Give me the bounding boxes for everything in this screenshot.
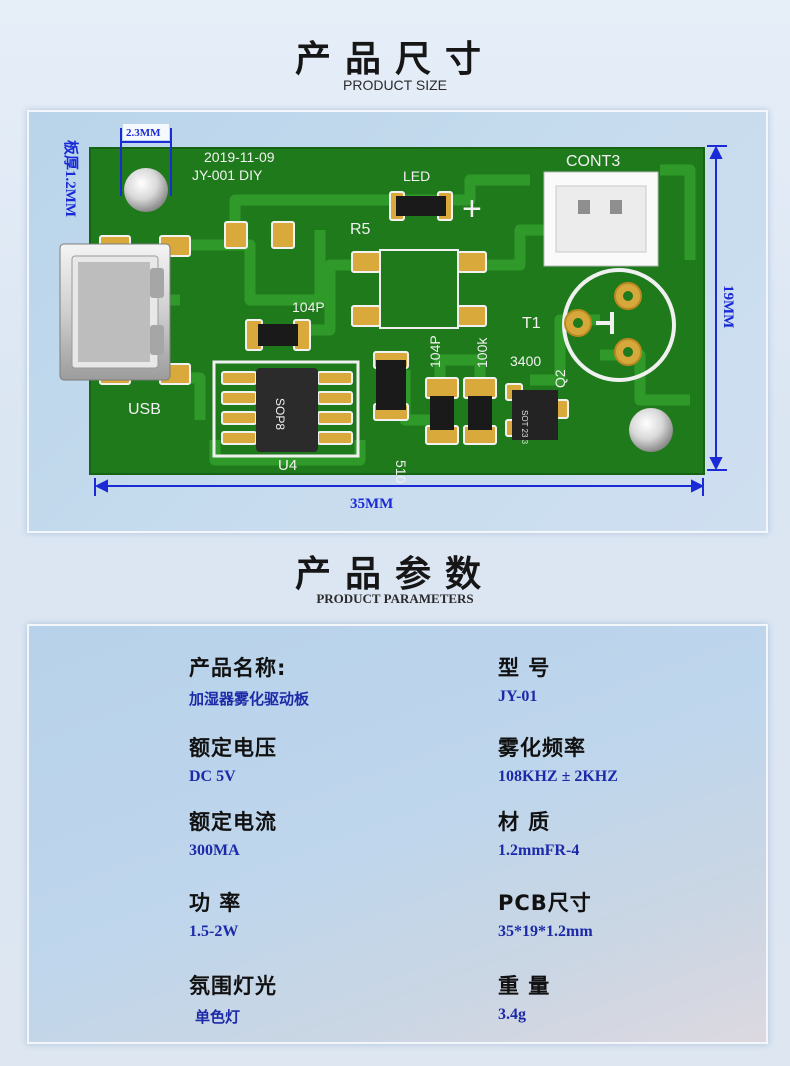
silk-104p-a: 104P bbox=[292, 299, 325, 315]
u4-chip bbox=[256, 368, 318, 452]
dimension-lines bbox=[94, 128, 727, 496]
silk-100k: 100k bbox=[474, 337, 490, 368]
param-value: 1.2mmFR-4 bbox=[498, 842, 580, 859]
solder-pad bbox=[457, 251, 487, 273]
param-value: 单色灯 bbox=[195, 1008, 241, 1026]
dim-thickness-label: 板厚1.2MM bbox=[62, 140, 80, 217]
param-value: 1.5-2W bbox=[189, 923, 239, 940]
solder-pad bbox=[221, 431, 257, 445]
t1-outline bbox=[562, 268, 676, 382]
param-atomization-frequency: 雾化频率 108KHZ ± 2KHZ bbox=[498, 732, 618, 786]
param-value: 35*19*1.2mm bbox=[498, 923, 593, 940]
silk-model: JY-001 DIY bbox=[192, 167, 263, 183]
param-material: 材 质 1.2mmFR-4 bbox=[498, 806, 579, 860]
silk-u4: U4 bbox=[278, 457, 297, 474]
param-label: 产品名称: bbox=[189, 656, 287, 680]
param-rated-voltage: 额定电压 DC 5V bbox=[189, 732, 277, 786]
solder-pad bbox=[457, 305, 487, 327]
pcb-illustration: 2019-11-09 JY-001 DIY LED + CONT3 R5 104… bbox=[59, 127, 736, 512]
param-label: 雾化频率 bbox=[498, 736, 586, 760]
mount-hole-bottom-right bbox=[629, 408, 673, 452]
q2-marking: SOT 23 3 bbox=[520, 410, 529, 445]
size-subtitle: PRODUCT SIZE bbox=[343, 77, 447, 93]
solder-pad bbox=[317, 391, 353, 405]
size-title: 产品尺寸 bbox=[294, 39, 495, 80]
param-label: 功 率 bbox=[189, 891, 242, 915]
solder-pad bbox=[221, 411, 257, 425]
silk-510: 510 bbox=[393, 460, 409, 484]
param-power: 功 率 1.5-2W bbox=[189, 887, 241, 941]
param-pcb-size: PCB尺寸 35*19*1.2mm bbox=[498, 887, 593, 941]
solder-pad bbox=[317, 411, 353, 425]
solder-pad bbox=[224, 221, 248, 249]
silk-t1: T1 bbox=[522, 315, 541, 332]
silk-3400: 3400 bbox=[510, 353, 541, 369]
param-label: 型 号 bbox=[498, 656, 551, 680]
silk-usb: USB bbox=[128, 401, 161, 418]
silk-plus: + bbox=[462, 190, 482, 228]
params-title: 产品参数 bbox=[294, 554, 495, 595]
param-label: 材 质 bbox=[498, 810, 551, 834]
param-label: PCB尺寸 bbox=[498, 891, 592, 915]
solder-pad bbox=[271, 221, 295, 249]
param-label: 重 量 bbox=[498, 974, 551, 998]
param-value: 3.4g bbox=[498, 1006, 526, 1023]
param-product-name: 产品名称: 加湿器雾化驱动板 bbox=[189, 652, 309, 709]
param-ambient-light: 氛围灯光 单色灯 bbox=[189, 970, 277, 1027]
param-label: 额定电压 bbox=[189, 736, 277, 760]
solder-pad bbox=[351, 251, 381, 273]
param-value: DC 5V bbox=[189, 768, 236, 785]
silk-sop8: SOP8 bbox=[273, 398, 287, 430]
param-value: 300MA bbox=[189, 842, 240, 859]
silk-r5: R5 bbox=[350, 221, 371, 238]
param-weight: 重 量 3.4g bbox=[498, 970, 550, 1024]
dim-height-label: 19MM bbox=[720, 285, 736, 328]
params-panel bbox=[27, 624, 768, 1044]
solder-pad bbox=[317, 371, 353, 385]
silk-cont3: CONT3 bbox=[566, 153, 620, 170]
cap-104p-body bbox=[258, 324, 298, 346]
q2-chip bbox=[512, 390, 558, 440]
usb-connector bbox=[59, 243, 171, 381]
param-label: 额定电流 bbox=[189, 810, 277, 834]
r5-outline bbox=[379, 249, 459, 329]
param-value: 加湿器雾化驱动板 bbox=[189, 690, 310, 708]
solder-pad bbox=[425, 377, 459, 399]
param-value: JY-01 bbox=[498, 688, 538, 705]
params-subtitle: PRODUCT PARAMETERS bbox=[316, 591, 474, 606]
silk-led: LED bbox=[403, 168, 430, 184]
param-label: 氛围灯光 bbox=[189, 974, 277, 998]
solder-pad bbox=[317, 431, 353, 445]
cont3-connector bbox=[543, 171, 659, 267]
solder-pad bbox=[221, 391, 257, 405]
solder-pad bbox=[221, 371, 257, 385]
led-body bbox=[396, 196, 446, 216]
silk-date: 2019-11-09 bbox=[204, 149, 275, 165]
dim-hole-label: 2.3MM bbox=[126, 127, 161, 139]
solder-pad bbox=[463, 377, 497, 399]
param-model: 型 号 JY-01 bbox=[498, 652, 550, 706]
dim-width-label: 35MM bbox=[350, 496, 393, 512]
param-value: 108KHZ ± 2KHZ bbox=[498, 768, 618, 785]
param-rated-current: 额定电流 300MA bbox=[189, 806, 277, 860]
mount-hole-top-left bbox=[124, 168, 168, 212]
solder-pad bbox=[351, 305, 381, 327]
u4-outline bbox=[212, 360, 360, 458]
silk-q2: Q2 bbox=[552, 369, 568, 388]
silk-104p-b: 104P bbox=[427, 335, 443, 368]
